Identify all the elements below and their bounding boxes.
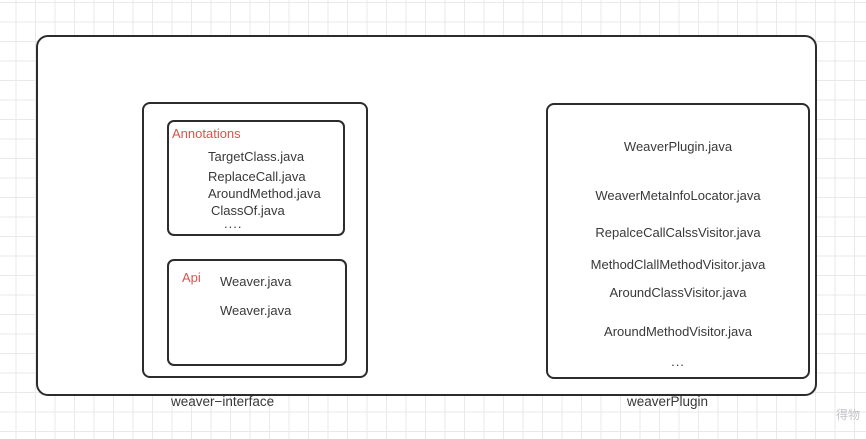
annotations-package-title: Annotations xyxy=(172,126,241,141)
api-package-box: Api Weaver.java Weaver.java xyxy=(167,259,347,366)
ellipsis-more-files: .... xyxy=(224,216,243,231)
annotations-file-list: TargetClass.java ReplaceCall.java Around… xyxy=(208,150,321,230)
file-item: RepalceCallCalssVisitor.java xyxy=(595,225,761,240)
file-item: AroundMethod.java xyxy=(208,186,321,201)
dewu-watermark: 得物 xyxy=(836,408,861,422)
weaver-plugin-module-box: WeaverPlugin.java WeaverMetaInfoLocator.… xyxy=(546,103,810,379)
file-item: WeaverPlugin.java xyxy=(623,139,733,154)
file-item: Weaver.java xyxy=(220,274,292,289)
weaver-interface-module-label: weaver−interface xyxy=(171,394,275,409)
file-item: ReplaceCall.java xyxy=(208,169,306,184)
ellipsis-more-files: ... xyxy=(671,354,685,369)
file-item: WeaverMetaInfoLocator.java xyxy=(595,188,761,203)
file-item: MethodClallMethodVisitor.java xyxy=(590,257,766,272)
annotations-package-box: Annotations TargetClass.java ReplaceCall… xyxy=(167,120,345,236)
file-item: ClassOf.java xyxy=(211,203,285,218)
api-file-list: Weaver.java Weaver.java xyxy=(220,275,291,317)
weaver-plugin-module-label: weaverPlugin xyxy=(627,394,709,409)
file-item: Weaver.java xyxy=(220,303,292,318)
weaver-interface-module-box: Annotations TargetClass.java ReplaceCall… xyxy=(142,102,368,378)
file-item: TargetClass.java xyxy=(208,149,305,164)
file-item: AroundMethodVisitor.java xyxy=(604,324,752,339)
plugin-file-list: WeaverPlugin.java WeaverMetaInfoLocator.… xyxy=(548,140,808,368)
api-package-title: Api xyxy=(182,270,201,285)
outer-architecture-box: Annotations TargetClass.java ReplaceCall… xyxy=(36,35,817,409)
file-item: AroundClassVisitor.java xyxy=(609,285,747,300)
